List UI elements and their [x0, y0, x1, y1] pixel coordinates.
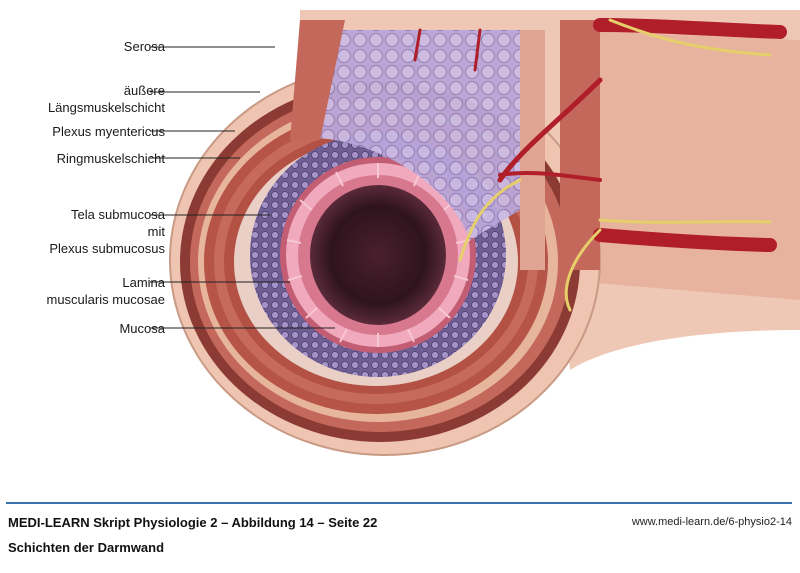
intestinal-wall-illustration: [150, 10, 800, 456]
label-tela-submucosa-2: mit: [147, 224, 165, 239]
label-mucosa: Mucosa: [119, 321, 165, 336]
label-lamina-2: muscularis mucosae: [46, 292, 166, 307]
label-lamina-1: Lamina: [122, 275, 165, 290]
footer-divider: [6, 502, 792, 504]
label-plexus-myentericus: Plexus myentericus: [52, 124, 165, 139]
footer-title: MEDI-LEARN Skript Physiologie 2 – Abbild…: [8, 515, 378, 530]
label-serosa: Serosa: [123, 39, 165, 54]
leader-lines: [150, 46, 335, 329]
nerves: [458, 18, 772, 312]
footer-url[interactable]: www.medi-learn.de/6-physio2-14: [631, 516, 792, 528]
submucosa-cutaway: [300, 30, 520, 240]
muscle-strip-right: [560, 20, 600, 270]
label-tela-submucosa-3: Plexus submucosus: [49, 241, 165, 256]
label-longitudinal-muscle-2: Längsmuskelschicht: [47, 100, 165, 115]
label-longitudinal-muscle-1: äußere: [123, 83, 165, 98]
label-tela-submucosa-1: Tela submucosa: [71, 207, 165, 222]
villi: [286, 163, 471, 347]
lumen: [310, 185, 446, 325]
label-ringmuskelschicht: Ringmuskelschicht: [56, 151, 165, 166]
figure-caption: Schichten der Darmwand: [8, 540, 165, 555]
